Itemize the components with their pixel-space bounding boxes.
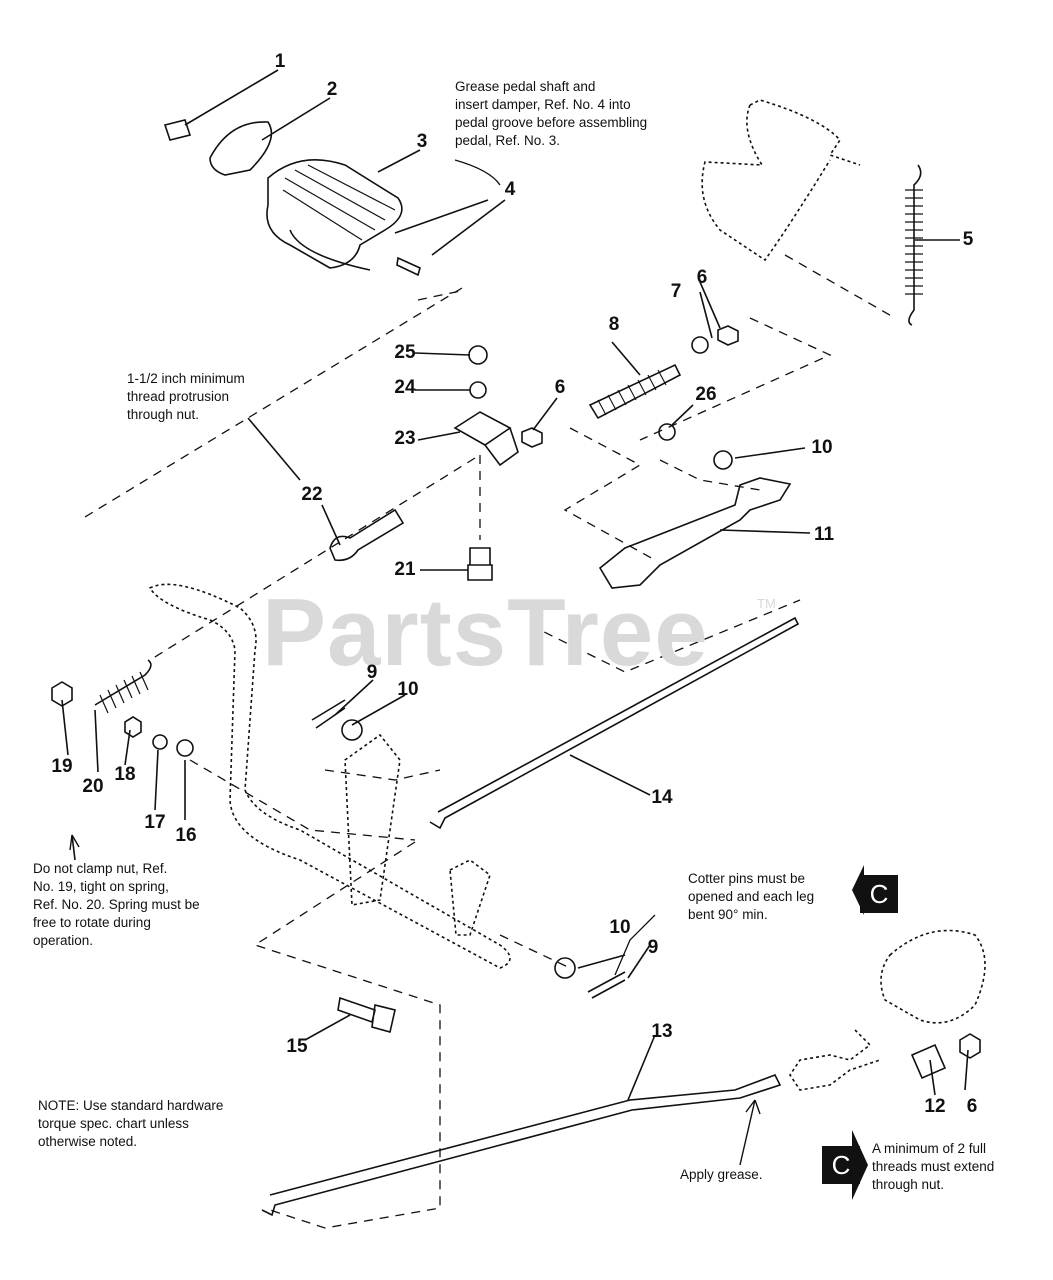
callout-24: 24 — [394, 377, 416, 398]
callout-20: 20 — [82, 776, 104, 797]
callout-16: 16 — [175, 825, 197, 846]
callout-18: 18 — [114, 764, 136, 785]
callout-6b: 6 — [554, 377, 566, 398]
callout-15: 15 — [286, 1036, 308, 1057]
callout-10a: 10 — [811, 437, 833, 458]
callout-21: 21 — [394, 559, 416, 580]
callout-6c: 6 — [966, 1096, 978, 1117]
note-clamp-nut: Do not clamp nut, Ref. No. 19, tight on … — [33, 861, 200, 948]
callout-19: 19 — [51, 756, 73, 777]
callout-6: 6 — [696, 267, 708, 288]
trademark-mark: TM — [757, 596, 776, 611]
callout-8: 8 — [608, 314, 620, 335]
callout-22: 22 — [301, 484, 323, 505]
callout-10c: 10 — [609, 917, 631, 938]
callout-10b: 10 — [397, 679, 419, 700]
note-grease-pedal: Grease pedal shaft and insert damper, Re… — [455, 79, 648, 148]
callout-7: 7 — [670, 281, 682, 302]
callout-4: 4 — [504, 179, 516, 200]
callout-12: 12 — [924, 1096, 946, 1117]
watermark: PartsTree — [262, 579, 709, 686]
callout-25: 25 — [394, 342, 416, 363]
section-c-badge-top[interactable]: C — [860, 875, 898, 913]
callout-13: 13 — [651, 1021, 673, 1042]
callout-26: 26 — [695, 384, 717, 405]
note-thread-protrusion: 1-1/2 inch minimum thread protrusion thr… — [127, 371, 245, 422]
callout-1: 1 — [274, 51, 286, 72]
note-cotter-pins: Cotter pins must be opened and each leg … — [688, 871, 815, 922]
callout-2: 2 — [326, 79, 338, 100]
callout-9a: 9 — [366, 662, 378, 683]
callout-9b: 9 — [647, 937, 659, 958]
callout-23: 23 — [394, 428, 416, 449]
callout-3: 3 — [416, 131, 428, 152]
note-torque: NOTE: Use standard hardware torque spec.… — [38, 1098, 224, 1149]
note-min-threads: A minimum of 2 full threads must extend … — [872, 1141, 995, 1192]
section-c-badge-bottom[interactable]: C — [822, 1146, 860, 1184]
callout-5: 5 — [962, 229, 974, 250]
callout-11: 11 — [813, 524, 835, 545]
callout-17: 17 — [144, 812, 166, 833]
callout-14: 14 — [651, 787, 673, 808]
note-apply-grease: Apply grease. — [680, 1167, 763, 1182]
